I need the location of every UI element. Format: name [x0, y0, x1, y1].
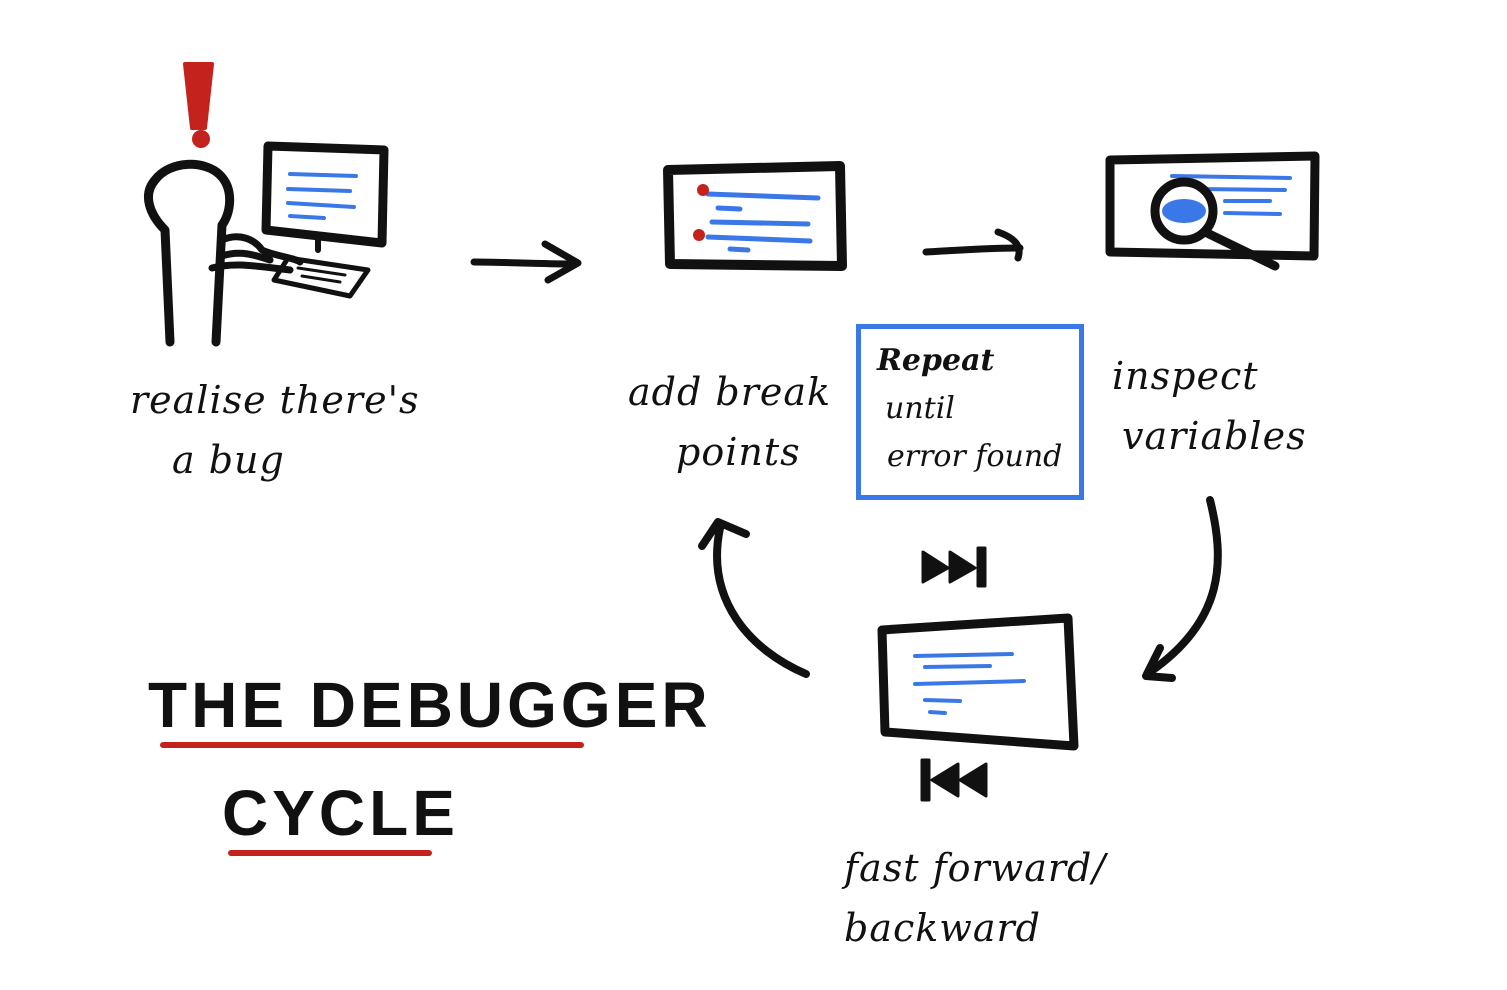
person-at-computer-icon: [144, 62, 389, 347]
arrow-step2-to-step3: [922, 228, 1024, 262]
step3-label-line1: inspect: [1112, 354, 1259, 398]
step4-label: fast forward/ backward: [844, 838, 1106, 958]
repeat-line2: until: [885, 391, 955, 426]
arrow-step4-to-step2: [698, 518, 810, 678]
step3-label-line2: variables: [1122, 414, 1307, 458]
step2-label-line1: add break: [628, 370, 832, 414]
rewind-icon: [920, 758, 988, 802]
exclamation-icon: [183, 62, 214, 148]
step3-label: inspect variables: [1112, 346, 1307, 466]
step1-label: realise there's a bug: [130, 370, 420, 490]
repeat-until-error-box: Repeat until error found: [856, 324, 1084, 500]
repeat-box-text: Repeat until error found: [877, 337, 1062, 481]
code-window-with-magnifier-icon: [1105, 151, 1320, 271]
step4-label-line2: backward: [844, 906, 1041, 950]
arrow-step1-to-step2: [470, 240, 582, 284]
step2-label-line2: points: [676, 430, 801, 474]
diagram-title-line2: CYCLE: [222, 777, 459, 849]
title-underline-2: [228, 850, 432, 856]
step4-label-line1: fast forward/: [844, 846, 1107, 890]
step1-label-line2: a bug: [172, 438, 285, 482]
repeat-line1: Repeat: [877, 343, 995, 378]
title-underline-1: [160, 742, 584, 748]
step1-label-line1: realise there's: [130, 378, 420, 422]
code-window-fast-forward-rewind-icon: [877, 546, 1079, 802]
step2-label: add break points: [628, 362, 831, 482]
arrow-step3-to-step4: [1142, 496, 1222, 682]
diagram-title-line1: THE DEBUGGER: [148, 669, 712, 741]
fast-forward-icon: [921, 546, 987, 588]
repeat-line3: error found: [887, 439, 1063, 474]
code-window-with-breakpoints-icon: [663, 161, 847, 271]
